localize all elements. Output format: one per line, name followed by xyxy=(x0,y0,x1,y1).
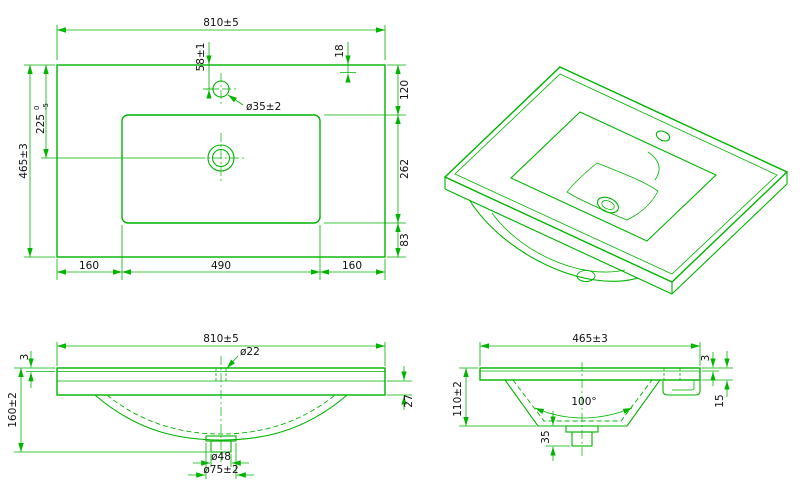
plan-dim-drain-tol-lower: -5 xyxy=(42,103,50,110)
front-dimension-lines xyxy=(14,342,412,479)
front-dim-top-thickness-label: 3 xyxy=(19,354,31,361)
iso-bowl-underside-inner xyxy=(491,212,626,273)
iso-bowl-wall-curve xyxy=(647,151,660,181)
plan-geometry xyxy=(56,64,386,258)
plan-dim-inset-label: 18 xyxy=(334,44,346,57)
plan-dim-bottom-center-label: 490 xyxy=(211,260,231,272)
basin-outline xyxy=(56,64,386,258)
plan-dim-bottom-right-label: 160 xyxy=(342,260,362,272)
side-apron-lip-inner xyxy=(672,380,695,391)
bowl-opening xyxy=(121,114,321,224)
plan-dim-faucet-offset-label: 58±1 xyxy=(195,43,207,72)
side-faucet-hole-hidden xyxy=(663,368,681,380)
side-view: 465±3 3 15 110±2 100° 35 xyxy=(452,333,733,461)
plan-dim-right-bottom-label: 83 xyxy=(399,233,411,246)
side-dim-top-thickness-label: 3 xyxy=(700,355,712,362)
plan-dim-faucet-hole-label: ø35±2 xyxy=(246,101,281,113)
front-view: 810±5 ø22 3 160±2 27 ø48 ø75±2 xyxy=(7,333,415,479)
plan-dim-drain-offset-label: 225 xyxy=(35,114,47,134)
isometric-view xyxy=(443,66,789,295)
side-apron-lip xyxy=(662,380,701,396)
front-dim-apron-label: 27 xyxy=(403,394,415,407)
iso-faucet-hole xyxy=(655,130,671,142)
iso-drain-stub-bottom xyxy=(576,275,596,282)
plan-view: 810±5 58±1 18 120 262 83 465±3 225 0 -5 … xyxy=(18,17,411,280)
front-dim-height-label: 160±2 xyxy=(7,392,19,428)
plan-dim-bottom-left-label: 160 xyxy=(79,260,99,272)
iso-drain-outer xyxy=(597,196,619,214)
plan-dim-drain-tol-upper: 0 xyxy=(33,106,41,110)
front-bowl-outer xyxy=(94,394,348,441)
front-dim-width-label: 810±5 xyxy=(203,333,239,345)
plan-dimension-lines xyxy=(24,25,406,280)
plan-dim-right-top-label: 120 xyxy=(399,80,411,100)
plan-dim-depth-label: 465±3 xyxy=(18,143,30,179)
side-dim-drain-height-label: 35 xyxy=(540,430,552,443)
drain-hole-inner xyxy=(211,148,231,168)
side-dimension-lines xyxy=(459,342,733,461)
plan-dim-right-middle-label: 262 xyxy=(399,159,411,179)
front-dim-drain-pipe-label: ø48 xyxy=(211,451,231,463)
iso-bowl-floor xyxy=(566,162,659,221)
iso-drain-inner xyxy=(601,200,615,210)
iso-rim-edge xyxy=(454,73,778,275)
side-bowl-hidden xyxy=(512,379,653,422)
side-dim-depth-label: 465±3 xyxy=(572,333,608,345)
side-dim-bowl-depth-label: 110±2 xyxy=(452,381,464,417)
front-bowl-hidden xyxy=(106,394,336,435)
front-dim-drain-flange-label: ø75±2 xyxy=(203,464,238,476)
front-geometry xyxy=(56,356,386,462)
front-dim-faucet-hole-label: ø22 xyxy=(240,346,260,358)
side-slab-outline xyxy=(479,367,701,381)
side-dim-edge-thickness-label: 15 xyxy=(714,394,726,407)
iso-slab-thickness-edges xyxy=(444,172,788,295)
iso-bowl-opening xyxy=(510,111,717,242)
plan-dim-width-label: 810±5 xyxy=(203,17,239,29)
iso-top-face xyxy=(443,66,789,283)
side-geometry xyxy=(479,362,701,456)
side-dim-angle-label: 100° xyxy=(571,396,596,408)
front-faucet-hole-hidden xyxy=(215,368,227,381)
iso-bowl-underside xyxy=(469,200,639,282)
